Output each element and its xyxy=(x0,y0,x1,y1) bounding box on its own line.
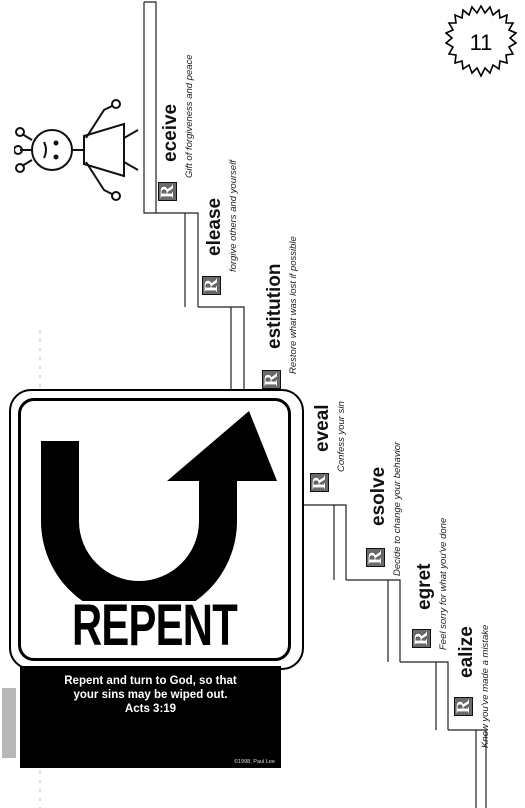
sign-title: REPENT xyxy=(71,593,238,658)
r-letter-badge: R xyxy=(453,697,474,716)
step-word: egret xyxy=(414,563,435,610)
r-letter-badge: R xyxy=(201,276,222,295)
copyright-credit: ©1998, Paul Lee xyxy=(233,759,275,765)
page-number-badge: 11 xyxy=(444,4,518,80)
verse-reference: Acts 3:19 xyxy=(124,703,177,715)
r-letter-badge: R xyxy=(309,473,330,492)
starburst-icon xyxy=(444,4,518,78)
r-letter-badge: R xyxy=(365,548,386,567)
verse-panel: Repent and turn to God, so that your sin… xyxy=(20,666,281,768)
step-word: estitution xyxy=(264,263,285,350)
step-description: Gift of forgiveness and peace xyxy=(184,54,195,178)
verse-line-1: Repent and turn to God, so that xyxy=(64,675,237,687)
repent-road-sign: REPENT xyxy=(9,389,304,670)
u-turn-arrow-icon xyxy=(41,411,277,601)
step-description: Know you've made a mistake xyxy=(480,624,491,748)
sign-inner-border: REPENT xyxy=(18,398,291,661)
step-word: esolve xyxy=(368,466,389,526)
page-number: 11 xyxy=(469,30,493,55)
r-letter-badge: R xyxy=(157,182,178,201)
step-word: eceive xyxy=(160,103,181,162)
r-letter-badge: R xyxy=(261,370,282,389)
stick-figure-illustration xyxy=(14,99,139,201)
step-description: Feel sorry for what you've done xyxy=(438,517,449,650)
step-description: Restore what was lost if possible xyxy=(288,236,299,374)
step-description: forgive others and yourself xyxy=(228,160,239,272)
step-description: Decide to change your behavior xyxy=(392,441,403,576)
step-word: ealize xyxy=(456,626,477,678)
step-word: elease xyxy=(204,197,225,256)
step-word: eveal xyxy=(312,404,333,452)
r-letter-badge: R xyxy=(411,629,432,648)
step-description: Confess your sin xyxy=(336,401,347,472)
verse-line-2: your sins may be wiped out. xyxy=(73,689,228,701)
